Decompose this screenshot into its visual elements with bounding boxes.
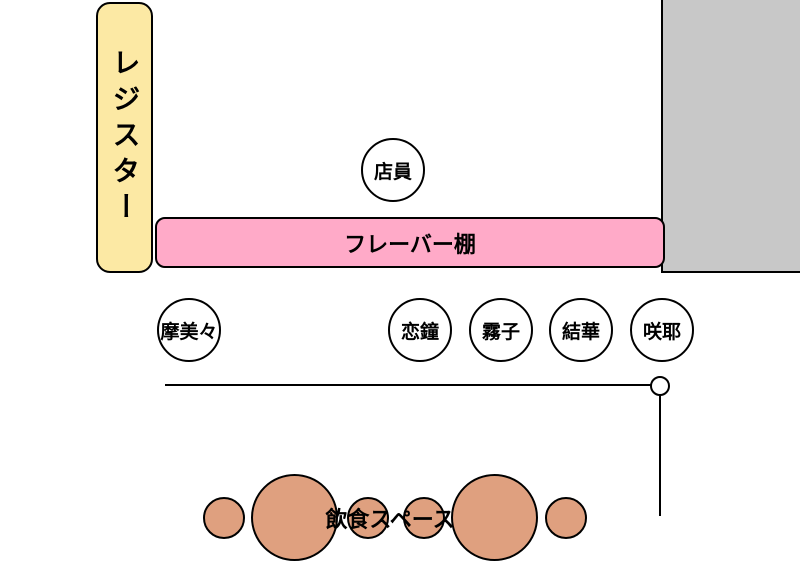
table-large-1: [251, 474, 338, 561]
person-staff-label: 店員: [373, 160, 412, 183]
table-small-4: [545, 497, 587, 539]
gray-wall-block: [661, 0, 800, 273]
person-kiriko-label: 霧子: [481, 320, 520, 343]
person-staff: 店員: [361, 138, 425, 202]
table-small-2: [347, 497, 389, 539]
person-kogane: 恋鐘: [388, 298, 452, 362]
queue-line-vertical: [659, 394, 661, 516]
person-yuika: 結華: [549, 298, 613, 362]
eating-area-label-text: 飲食スペース: [325, 508, 455, 533]
table-large-2: [451, 474, 538, 561]
eating-area-label: 飲食スペース: [290, 500, 490, 536]
flavor-shelf-label: フレーバー棚: [344, 232, 476, 258]
queue-line-horizontal: [165, 384, 653, 386]
person-yuika-label: 結華: [561, 320, 600, 343]
table-small-3: [403, 497, 445, 539]
flavor-shelf: フレーバー棚: [155, 217, 665, 268]
person-sakuya: 咲耶: [630, 298, 694, 362]
table-small-1: [203, 497, 245, 539]
register-counter: レジスター: [96, 2, 153, 273]
queue-line-node: [650, 376, 670, 396]
person-mamiya: 摩美々: [157, 298, 221, 362]
register-label: レジスター: [108, 47, 142, 228]
person-kogane-label: 恋鐘: [400, 320, 439, 343]
person-sakuya-label: 咲耶: [642, 320, 681, 343]
person-kiriko: 霧子: [469, 298, 533, 362]
person-mamiya-label: 摩美々: [160, 320, 218, 343]
